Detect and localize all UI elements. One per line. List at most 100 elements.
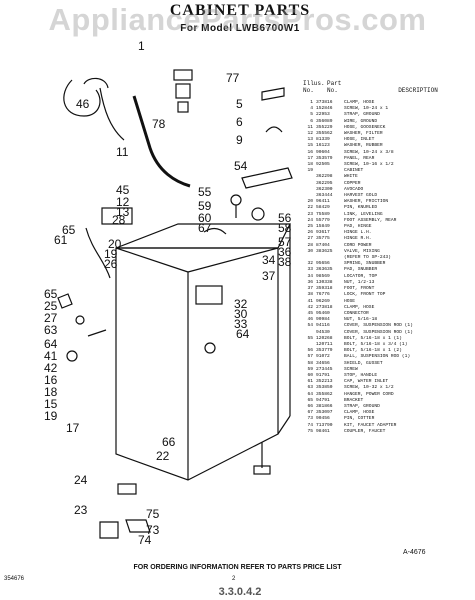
parts-part-number: 355229: [316, 124, 333, 130]
parts-part-number: 34656: [316, 360, 330, 366]
bottom-stamp: 3.3.0.4.2: [218, 586, 262, 598]
parts-description: HOSE, INLET: [344, 137, 375, 143]
parts-part-number: 352213: [316, 379, 333, 385]
parts-description: SCREW, 10-24 x 3/8: [344, 149, 394, 155]
header-no: No.: [303, 87, 314, 94]
inlet-hose-coil: [63, 79, 101, 117]
parts-description: FOOT ASSEMBLY, REAR: [344, 217, 397, 223]
header-part-no: No.: [327, 87, 338, 94]
callout-25: 25: [44, 299, 58, 313]
callout-59: 59: [198, 199, 212, 213]
parts-illus-number: 16: [307, 149, 313, 155]
parts-description: CLAMP, HOSE: [344, 410, 375, 416]
parts-part-number: 273818: [316, 304, 333, 310]
parts-description: CABINET: [344, 168, 364, 174]
parts-part-number: 362300: [316, 186, 333, 192]
parts-part-number: 58429: [316, 205, 330, 211]
faucet-adapter-kit: [125, 519, 151, 533]
parts-description: WASHER, RUBBER: [344, 143, 383, 149]
callout-37: 37: [262, 269, 276, 283]
parts-description: PIN, KNURLED: [344, 205, 378, 211]
parts-description: COPPER: [344, 180, 361, 186]
callout-67: 67: [198, 221, 212, 235]
callout-77: 77: [226, 71, 240, 85]
parts-description: WASHER, FRICTION: [344, 199, 389, 205]
parts-illus-number: 20: [307, 199, 313, 205]
parts-illus-number: 55: [307, 335, 313, 341]
page-title: CABINET PARTS: [169, 2, 311, 19]
callout-58: 58: [278, 221, 292, 235]
parts-description: PANEL, REAR: [344, 155, 375, 161]
parts-description: FOOT, FRONT: [344, 286, 375, 292]
parts-row: (REFER TO SP-243): [303, 255, 473, 261]
parts-part-number: 273445: [316, 366, 333, 372]
callout-19a: 19: [104, 247, 118, 261]
parts-part-number: 76776: [316, 292, 330, 298]
parts-description: SCREW, 10-24 x 1: [344, 106, 389, 112]
parts-part-number: 90604: [316, 149, 330, 155]
cabinet-bottom-corner: [277, 415, 291, 435]
parts-illus-number: 38: [307, 292, 313, 298]
parts-illus-number: 60: [307, 372, 313, 378]
callout-63: 63: [44, 323, 58, 337]
parts-description: LOCATOR, TOP: [344, 273, 378, 279]
parts-part-number: 96269: [316, 298, 330, 304]
parts-illus-number: 61: [307, 379, 313, 385]
parts-part-number: 98461: [316, 428, 330, 434]
ordering-note: FOR ORDERING INFORMATION REFER TO PARTS …: [133, 564, 342, 571]
parts-part-number: 90456: [316, 416, 330, 422]
parts-part-number: 130338: [316, 279, 333, 285]
callout-22: 22: [156, 449, 170, 463]
parts-part-number: 355562: [316, 131, 333, 137]
washer-friction: [66, 350, 78, 362]
cabinet-motor-mount: [195, 285, 223, 305]
bolt-head: [230, 194, 242, 206]
parts-part-number: 381866: [316, 403, 333, 409]
callout-23: 23: [74, 503, 88, 517]
parts-description: STRAP, GROUND: [344, 403, 380, 409]
parts-illus-number: 74: [307, 422, 313, 428]
callout-16: 16: [44, 373, 58, 387]
suspension-ball: [251, 207, 265, 221]
ground-strap-part: [261, 87, 285, 101]
parts-part-number: 96411: [316, 199, 330, 205]
parts-description: BOLT, 5/16-18 x 3/4 (1): [344, 341, 408, 347]
parts-part-number: 95460: [316, 310, 330, 316]
parts-part-number: 22953: [316, 112, 330, 118]
callout-54: 54: [234, 159, 248, 173]
callout-18: 18: [44, 385, 58, 399]
parts-illus-number: 26: [307, 230, 313, 236]
parts-description: LOCK, FRONT TOP: [344, 292, 386, 298]
parts-description: CONNECTOR: [344, 310, 369, 316]
parts-illus-number: 30: [307, 248, 313, 254]
parts-part-number: 93617: [316, 230, 330, 236]
parts-description: KIT, FAUCET ADAPTER: [344, 422, 397, 428]
callout-41: 41: [44, 349, 58, 363]
callout-61: 61: [54, 233, 68, 247]
callout-36: 36: [278, 245, 292, 259]
parts-description: HINGE R.H.: [344, 236, 372, 242]
callout-45: 45: [116, 183, 130, 197]
parts-description: SPRING, SNUBBER: [344, 261, 386, 267]
page-number: 2: [232, 576, 236, 582]
parts-description: BRACKET: [344, 397, 364, 403]
parts-part-number: 98569: [316, 273, 330, 279]
wire-ground-part: [265, 126, 283, 133]
parts-description: WASHER, FILTER: [344, 131, 383, 137]
